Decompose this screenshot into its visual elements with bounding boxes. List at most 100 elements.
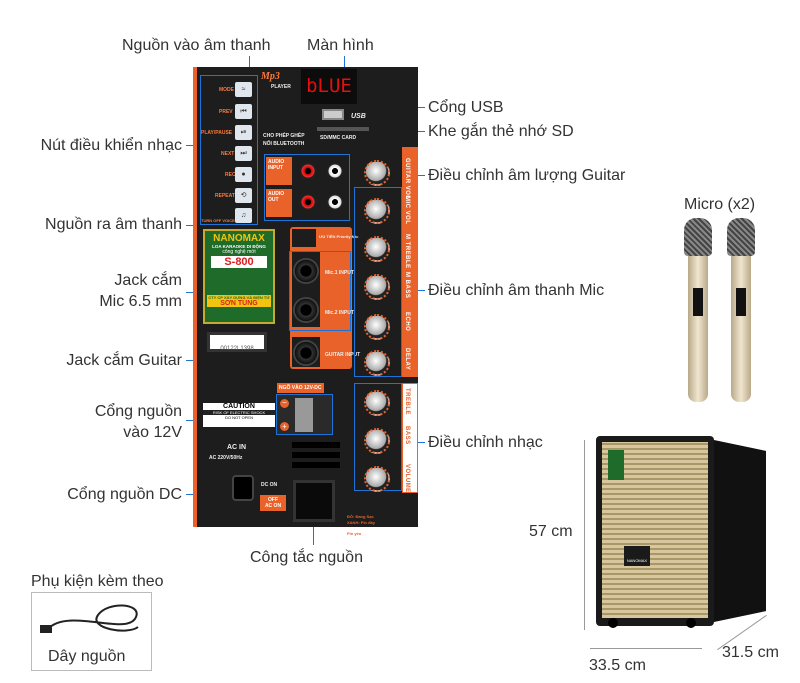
ac-on-text: AC ON bbox=[264, 503, 282, 509]
microphone bbox=[684, 218, 712, 402]
low-battery-text: Pin yếu bbox=[347, 531, 362, 536]
label-power-switch: Công tắc nguồn bbox=[250, 549, 363, 566]
label-line: Cổng nguồn bbox=[94, 403, 182, 420]
accessories-title: Phụ kiện kèm theo bbox=[31, 573, 164, 590]
speaker-product: NANOMAX bbox=[596, 436, 768, 628]
dc12-terminal[interactable]: − + bbox=[276, 394, 333, 435]
label-usb: Cổng USB bbox=[428, 99, 504, 116]
button-label: PLAY/PAUSE bbox=[201, 130, 233, 136]
knob-delay[interactable] bbox=[364, 350, 390, 376]
knob-treble[interactable] bbox=[364, 390, 390, 416]
music-knob-strip bbox=[402, 383, 418, 493]
usb-port[interactable] bbox=[322, 109, 344, 120]
mic-jack-group bbox=[289, 251, 351, 331]
label-sd: Khe gắn thẻ nhớ SD bbox=[428, 123, 574, 140]
label-line: vào 12V bbox=[123, 424, 182, 441]
button-label: REPEAT bbox=[215, 193, 235, 199]
guitar-jack[interactable] bbox=[293, 340, 319, 366]
prev-button[interactable]: ⏮ bbox=[235, 104, 252, 119]
mic-grille bbox=[727, 218, 755, 256]
power-switch[interactable] bbox=[293, 480, 335, 522]
mic2-jack[interactable] bbox=[293, 297, 319, 323]
knob-bass[interactable] bbox=[364, 428, 390, 454]
knob-volume[interactable] bbox=[364, 466, 390, 492]
dc12-label: NGÕ VÀO 12V-DC bbox=[277, 383, 324, 393]
barcode: 00122L1398 bbox=[207, 332, 267, 352]
next-button[interactable]: ⏭ bbox=[235, 146, 252, 161]
repeat-button[interactable]: ⟲ bbox=[235, 188, 252, 203]
rec-button[interactable]: ● bbox=[235, 167, 252, 182]
label-12v-port: Cổng nguồn vào 12V bbox=[95, 401, 182, 443]
knob-label: MIC VOL bbox=[404, 196, 410, 225]
turn-off-voice-button[interactable]: ♫ bbox=[235, 208, 252, 223]
sd-card-slot[interactable] bbox=[317, 127, 369, 131]
audio-out-label: AUDIO OUT bbox=[266, 189, 292, 217]
mic1-label: Mic.1 INPUT bbox=[325, 270, 354, 276]
knob-label: VOLUME bbox=[404, 464, 410, 493]
speaker-control-panel: MODE ≈ PREV ⏮ PLAY/PAUSE ⏯ NEXT ⏭ REC ● … bbox=[193, 67, 418, 536]
mic-knob-group bbox=[354, 187, 402, 377]
label-music-buttons: Nút điều khiển nhạc bbox=[40, 137, 182, 154]
mic-body bbox=[731, 256, 751, 402]
knob-m-treble[interactable] bbox=[364, 236, 390, 262]
caution-text: DO NOT OPEN bbox=[225, 415, 253, 420]
mic-knob-strip bbox=[402, 147, 418, 377]
vent-grille bbox=[292, 442, 340, 448]
ac-voltage-text: AC 220V/50Hz bbox=[209, 455, 243, 461]
play-pause-button[interactable]: ⏯ bbox=[235, 125, 252, 140]
knob-label: TREBLE bbox=[404, 388, 410, 415]
knob-guitar-vol[interactable] bbox=[364, 160, 390, 186]
button-label: MODE bbox=[219, 87, 234, 93]
knob-label: M BASS bbox=[404, 272, 410, 299]
knob-echo[interactable] bbox=[364, 314, 390, 340]
audio-out-red[interactable] bbox=[300, 194, 316, 210]
speaker-side bbox=[714, 440, 766, 622]
speaker-logo: NANOMAX bbox=[624, 546, 650, 566]
company-text: CTY CP XÂY DỰNG VÀ ĐIỆN TỬ bbox=[207, 295, 271, 300]
label-screen: Màn hình bbox=[307, 37, 374, 54]
sd-text: SD/MMC CARD bbox=[320, 135, 357, 141]
dim-width: 33.5 cm bbox=[589, 657, 646, 674]
label-audio-input: Nguồn vào âm thanh bbox=[122, 37, 271, 54]
label-music-adjust: Điều chỉnh nhạc bbox=[428, 434, 543, 451]
mic-body bbox=[688, 256, 708, 402]
wheel bbox=[686, 618, 696, 628]
mic-screen bbox=[736, 288, 746, 316]
leader-line bbox=[186, 145, 196, 146]
button-label: PREV bbox=[219, 109, 233, 115]
power-cord-icon bbox=[40, 604, 139, 633]
audio-input-red[interactable] bbox=[300, 163, 316, 179]
knob-column bbox=[354, 147, 418, 497]
mic-screen bbox=[693, 288, 703, 316]
minus-icon: − bbox=[280, 399, 289, 408]
label-mic-adjust: Điều chỉnh âm thanh Mic bbox=[428, 282, 605, 299]
knob-mic-vol[interactable] bbox=[364, 198, 390, 224]
guitar-label: GUITAR INPUT bbox=[325, 352, 361, 358]
label-line: Mic 6.5 mm bbox=[99, 293, 182, 310]
dimension-line-height bbox=[584, 440, 585, 630]
button-label: NEXT bbox=[221, 151, 235, 157]
mic1-jack[interactable] bbox=[293, 258, 319, 284]
label-guitar-vol: Điều chỉnh âm lượng Guitar bbox=[428, 167, 626, 184]
priority-screw bbox=[292, 229, 316, 247]
mode-button[interactable]: ≈ bbox=[235, 82, 252, 97]
bluetooth-text: NỐI BLUETOOTH bbox=[263, 141, 305, 147]
knob-label: M TREBLE bbox=[404, 234, 410, 269]
dc-power-port[interactable] bbox=[232, 475, 254, 501]
mic2-label: Mic.2 INPUT bbox=[325, 310, 354, 316]
label-line: Jack cắm bbox=[114, 272, 182, 289]
led-display: bLUE bbox=[301, 69, 357, 104]
dc-on-text: DC ON bbox=[261, 482, 278, 488]
music-button-group bbox=[200, 75, 258, 225]
label-guitar-jack: Jack cắm Guitar bbox=[66, 352, 182, 369]
audio-out-white[interactable] bbox=[327, 194, 343, 210]
terminal-block bbox=[295, 398, 313, 432]
label-dc-port: Cổng nguồn DC bbox=[67, 486, 182, 503]
model-text: S-800 bbox=[211, 256, 267, 268]
knob-m-bass[interactable] bbox=[364, 274, 390, 300]
audio-input-label: AUDIO INPUT bbox=[266, 157, 292, 185]
audio-input-white[interactable] bbox=[327, 163, 343, 179]
knob-label: BASS bbox=[404, 426, 410, 445]
button-label: TURN OFF VOICE bbox=[201, 218, 235, 223]
